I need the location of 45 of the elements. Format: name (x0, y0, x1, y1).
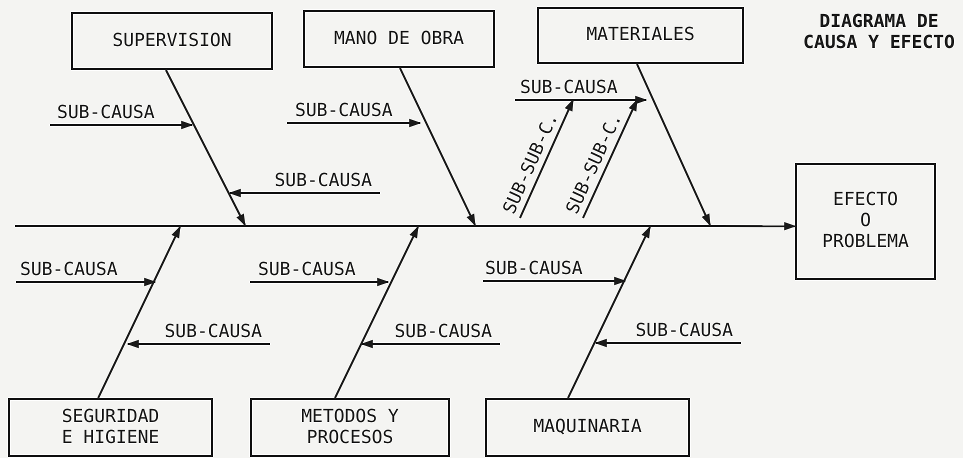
sub-cause-arrow (250, 278, 390, 286)
cause-arrow (165, 70, 246, 226)
box-label: EFECTO O PROBLEMA (821, 190, 910, 253)
cause-arrow (567, 226, 651, 398)
effect-box (795, 163, 936, 280)
spine-arrow (720, 222, 796, 230)
box-label: MANO DE OBRA (334, 28, 464, 50)
sub-cause-arrow (287, 118, 422, 128)
spine-line (15, 225, 720, 227)
sub-cause-arrow (582, 98, 638, 218)
cause-arrow (97, 226, 181, 398)
sub-cause-label: SUB-CAUSA (483, 259, 613, 281)
sub-cause-arrow (594, 338, 741, 348)
sub-cause-arrow (16, 278, 156, 286)
box-label: SUPERVISION (112, 30, 232, 52)
sub-cause-arrow (515, 96, 648, 104)
diagram-title: DIAGRAMA DE CAUSA Y EFECTO (802, 12, 956, 54)
box-label: MAQUINARIA (533, 417, 642, 438)
cause-box (71, 12, 273, 70)
sub-cause-arrow (126, 340, 270, 348)
sub-cause-arrow (50, 120, 194, 130)
sub-cause-arrow (483, 276, 626, 286)
sub-cause-label: SUB-CAUSA (287, 101, 412, 123)
box-label: METODOS Y PROCESOS (300, 406, 400, 448)
sub-cause-label: SUB-CAUSA (250, 260, 375, 282)
sub-cause-arrow (360, 340, 500, 348)
sub-cause-label: SUB-CAUSA (160, 322, 270, 344)
sub-cause-arrow (519, 98, 574, 218)
cause-box (537, 7, 744, 64)
sub-cause-label: SUB-CAUSA (50, 103, 180, 125)
sub-cause-label: SUB-CAUSA (390, 322, 500, 344)
cause-box (8, 398, 213, 457)
sub-cause-label: SUB-CAUSA (515, 78, 640, 100)
box-label: MATERIALES (586, 25, 695, 46)
box-label: SEGURIDAD E HIGIENE (60, 406, 160, 448)
sub-cause-label: SUB-CAUSA (270, 171, 380, 193)
sub-cause-arrow (228, 188, 380, 198)
cause-arrow (399, 68, 476, 226)
cause-arrow (334, 226, 419, 398)
cause-arrow (636, 64, 711, 226)
cause-box (250, 398, 450, 457)
cause-box (485, 398, 690, 457)
sub-cause-label: SUB-CAUSA (625, 321, 741, 343)
cause-box (303, 10, 495, 68)
sub-cause-label: SUB-CAUSA (16, 260, 141, 282)
